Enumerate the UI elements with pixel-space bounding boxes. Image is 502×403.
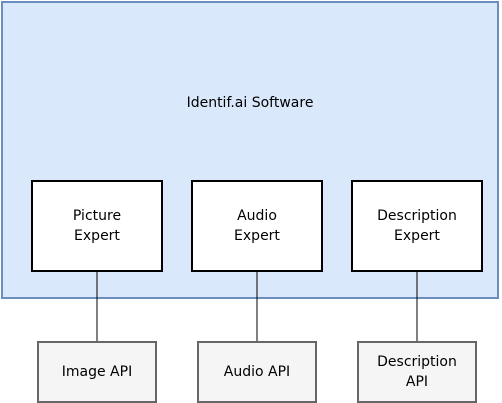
audio-expert-node[interactable]: Audio Expert xyxy=(191,180,323,272)
description-expert-node[interactable]: Description Expert xyxy=(351,180,483,272)
picture-expert-node[interactable]: Picture Expert xyxy=(31,180,163,272)
audio-api-node[interactable]: Audio API xyxy=(197,341,317,403)
image-api-node[interactable]: Image API xyxy=(37,341,157,403)
container-title: Identif.ai Software xyxy=(186,95,314,111)
description-api-node[interactable]: Description API xyxy=(357,341,477,403)
